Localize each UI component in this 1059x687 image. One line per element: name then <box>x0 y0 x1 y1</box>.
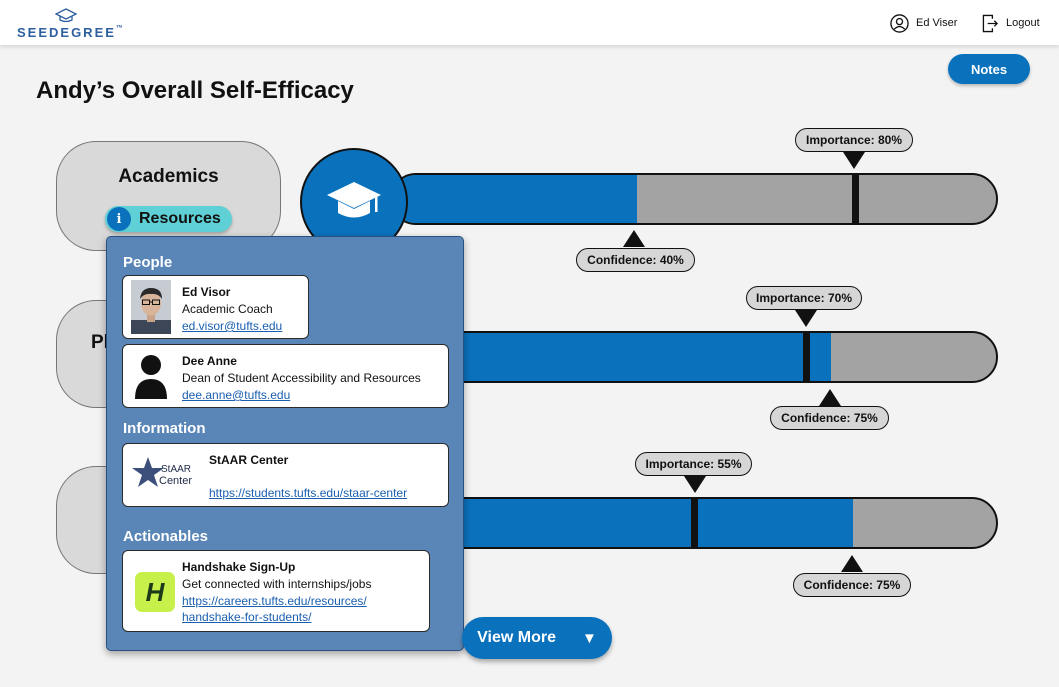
category-card-academics[interactable]: Academics <box>56 141 281 251</box>
handshake-logo-icon: H <box>135 572 175 612</box>
importance-tag-2: Importance: 70% <box>746 286 862 310</box>
person-name: Ed Visor <box>182 285 231 299</box>
staar-center-logo: StAAR Center <box>131 454 201 498</box>
chevron-down-icon: ▼ <box>581 629 597 647</box>
notes-button[interactable]: Notes <box>948 54 1030 84</box>
top-navigation-bar: SEEDEGREE™ Ed Viser Logout <box>0 0 1059 45</box>
resources-panel: People Ed Visor Academic Coach ed.visor@… <box>106 236 464 651</box>
confidence-fill-2 <box>432 333 831 381</box>
actionable-url-link-line2[interactable]: handshake-for-students/ <box>182 610 312 624</box>
confidence-tag-academics: Confidence: 40% <box>576 248 695 272</box>
importance-pointer-academics <box>843 152 865 169</box>
staar-logo-line1: StAAR <box>161 464 192 475</box>
person-card-dee-anne[interactable]: Dee Anne Dean of Student Accessibility a… <box>122 344 449 408</box>
person-silhouette-icon <box>135 355 167 399</box>
star-icon <box>132 457 164 487</box>
category-title-academics: Academics <box>118 166 219 187</box>
user-name: Ed Viser <box>916 17 958 29</box>
people-section-title: People <box>123 254 173 271</box>
importance-marker-academics <box>852 175 859 223</box>
logo-trademark: ™ <box>115 25 123 32</box>
confidence-fill-academics <box>392 175 637 223</box>
person-email-link[interactable]: dee.anne@tufts.edu <box>182 388 291 402</box>
actionable-card-handshake[interactable]: H Handshake Sign-Up Get connected with i… <box>122 550 430 632</box>
user-icon <box>890 13 909 33</box>
confidence-tag-2: Confidence: 75% <box>770 406 889 430</box>
confidence-pointer-academics <box>623 230 645 247</box>
importance-tag-3: Importance: 55% <box>635 452 752 476</box>
importance-pointer-2 <box>795 310 817 327</box>
info-name: StAAR Center <box>209 453 289 467</box>
person-role: Academic Coach <box>182 302 273 316</box>
view-more-button[interactable]: View More ▼ <box>462 617 612 659</box>
importance-tag-academics: Importance: 80% <box>795 128 913 152</box>
confidence-pointer-2 <box>819 389 841 406</box>
importance-marker-2 <box>803 333 810 381</box>
progress-bar-2 <box>430 331 998 383</box>
view-more-label: View More <box>477 629 556 646</box>
actionable-name: Handshake Sign-Up <box>182 560 296 574</box>
information-section-title: Information <box>123 420 206 437</box>
confidence-tag-3: Confidence: 75% <box>793 573 911 597</box>
info-icon: i <box>107 207 131 231</box>
resources-label: Resources <box>139 210 221 227</box>
actionables-section-title: Actionables <box>123 528 209 545</box>
logout-label: Logout <box>1006 17 1040 29</box>
graduation-cap-icon <box>327 182 381 218</box>
person-card-ed-visor[interactable]: Ed Visor Academic Coach ed.visor@tufts.e… <box>122 275 309 339</box>
person-name: Dee Anne <box>182 354 237 368</box>
logo-text: SEEDEGREE™ <box>17 25 123 40</box>
confidence-pointer-3 <box>841 555 863 572</box>
logout-icon <box>982 14 999 32</box>
seedegree-logo[interactable]: SEEDEGREE™ <box>17 8 137 40</box>
ed-visor-photo-avatar <box>131 280 171 334</box>
progress-bar-3 <box>430 497 998 549</box>
progress-bar-academics <box>390 173 998 225</box>
actionable-description: Get connected with internships/jobs <box>182 577 372 591</box>
staar-logo-line2: Center <box>159 475 193 487</box>
resources-button[interactable]: i Resources <box>105 206 232 232</box>
info-url-link[interactable]: https://students.tufts.edu/staar-center <box>209 486 408 500</box>
user-profile[interactable]: Ed Viser <box>890 12 957 34</box>
logo-cap-icon <box>55 8 77 23</box>
importance-marker-3 <box>691 499 698 547</box>
confidence-fill-3 <box>432 499 853 547</box>
person-role: Dean of Student Accessibility and Resour… <box>182 371 421 385</box>
logout-button[interactable]: Logout <box>982 12 1040 34</box>
info-card-staar-center[interactable]: StAAR Center StAAR Center https://studen… <box>122 443 449 507</box>
person-email-link[interactable]: ed.visor@tufts.edu <box>182 319 283 333</box>
actionable-url-link-line1[interactable]: https://careers.tufts.edu/resources/ <box>182 594 367 608</box>
category-title-2: Pl <box>91 332 109 353</box>
page-title: Andy’s Overall Self-Efficacy <box>36 77 354 104</box>
importance-pointer-3 <box>684 476 706 493</box>
